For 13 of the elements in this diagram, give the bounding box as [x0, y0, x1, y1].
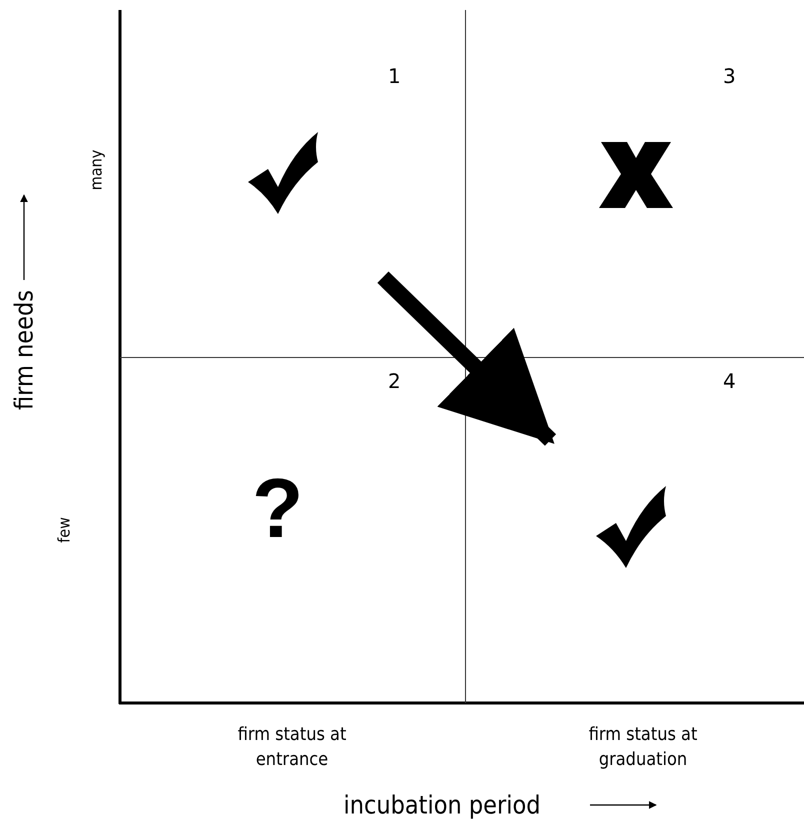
axis-label: firm status at graduation	[588, 723, 698, 772]
quadrant-number: 4	[723, 370, 736, 392]
quadrant-number: 3	[723, 65, 736, 87]
question-mark: ?	[252, 466, 304, 550]
axis-label: many	[86, 150, 106, 190]
axis-label: firm needs	[10, 290, 38, 410]
axis-label: few	[54, 517, 74, 543]
quadrant-number: 2	[388, 370, 401, 392]
axis-label: firm status at entrance	[236, 723, 348, 772]
arrow	[377, 271, 556, 446]
quadrant-number: 1	[388, 65, 401, 87]
matrix-quadrant	[120, 357, 466, 703]
axis-label: incubation period	[343, 790, 541, 820]
